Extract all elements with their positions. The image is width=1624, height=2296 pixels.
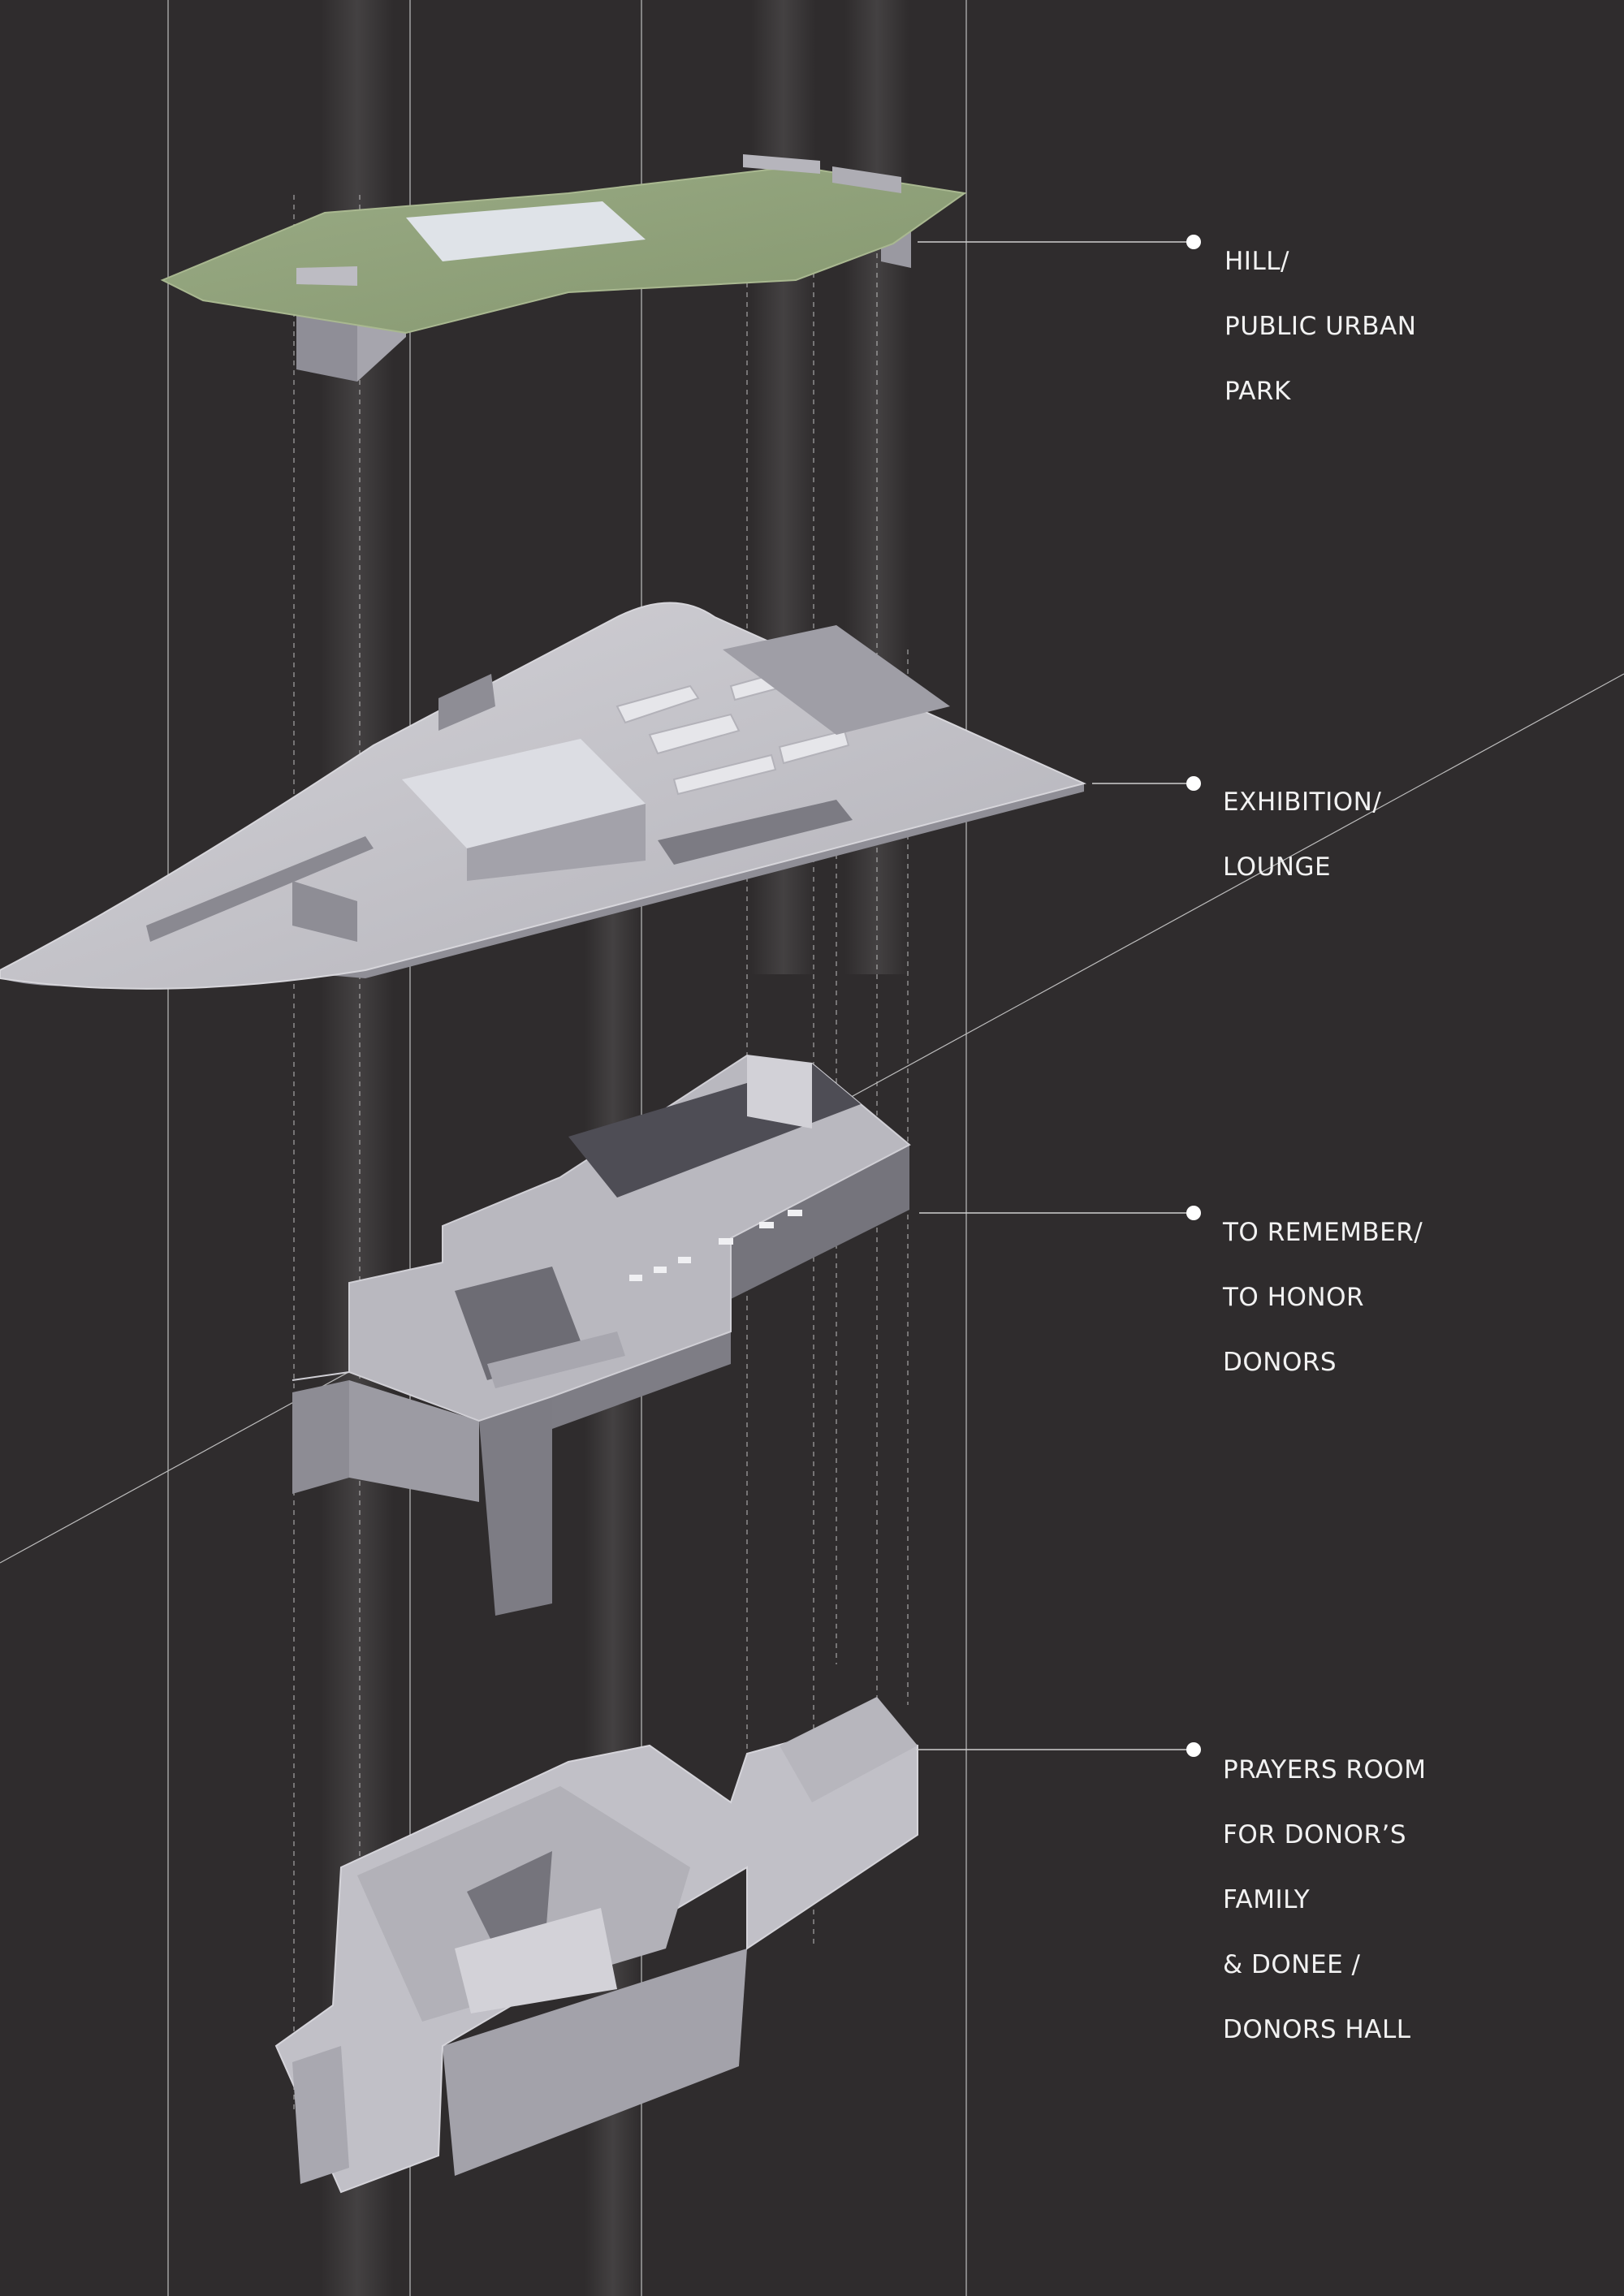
label-prayers-line-1: PRAYERS ROOM bbox=[1223, 1755, 1427, 1785]
label-prayers-line-2: FOR DONOR’S bbox=[1223, 1820, 1407, 1849]
label-prayers-line-3: FAMILY bbox=[1223, 1885, 1311, 1914]
label-hill-line-1: HILL/ bbox=[1224, 247, 1289, 276]
prayers-layer bbox=[274, 1697, 918, 2194]
label-prayers: PRAYERS ROOM FOR DONOR’S FAMILY & DONEE … bbox=[1223, 1721, 1426, 2078]
leader-dots bbox=[1186, 235, 1201, 1757]
exhibition-layer bbox=[0, 602, 1086, 990]
label-remember-line-3: DONORS bbox=[1223, 1348, 1337, 1377]
label-prayers-line-5: DONORS HALL bbox=[1223, 2015, 1411, 2044]
leader-lines bbox=[916, 241, 1192, 1750]
label-remember-line-1: TO REMEMBER/ bbox=[1223, 1218, 1423, 1247]
label-hill: HILL/ PUBLIC URBAN PARK bbox=[1224, 213, 1416, 440]
label-exhibition-line-2: LOUNGE bbox=[1223, 852, 1332, 882]
label-prayers-line-4: & DONEE / bbox=[1223, 1950, 1361, 1979]
label-exhibition-line-1: EXHIBITION/ bbox=[1223, 788, 1382, 817]
label-hill-line-3: PARK bbox=[1224, 377, 1291, 406]
label-remember: TO REMEMBER/ TO HONOR DONORS bbox=[1223, 1184, 1423, 1411]
label-remember-line-2: TO HONOR bbox=[1223, 1283, 1365, 1312]
label-hill-line-2: PUBLIC URBAN bbox=[1224, 312, 1417, 341]
park-layer bbox=[160, 154, 967, 382]
label-exhibition: EXHIBITION/ LOUNGE bbox=[1223, 753, 1381, 916]
remember-layer bbox=[292, 1054, 911, 1616]
